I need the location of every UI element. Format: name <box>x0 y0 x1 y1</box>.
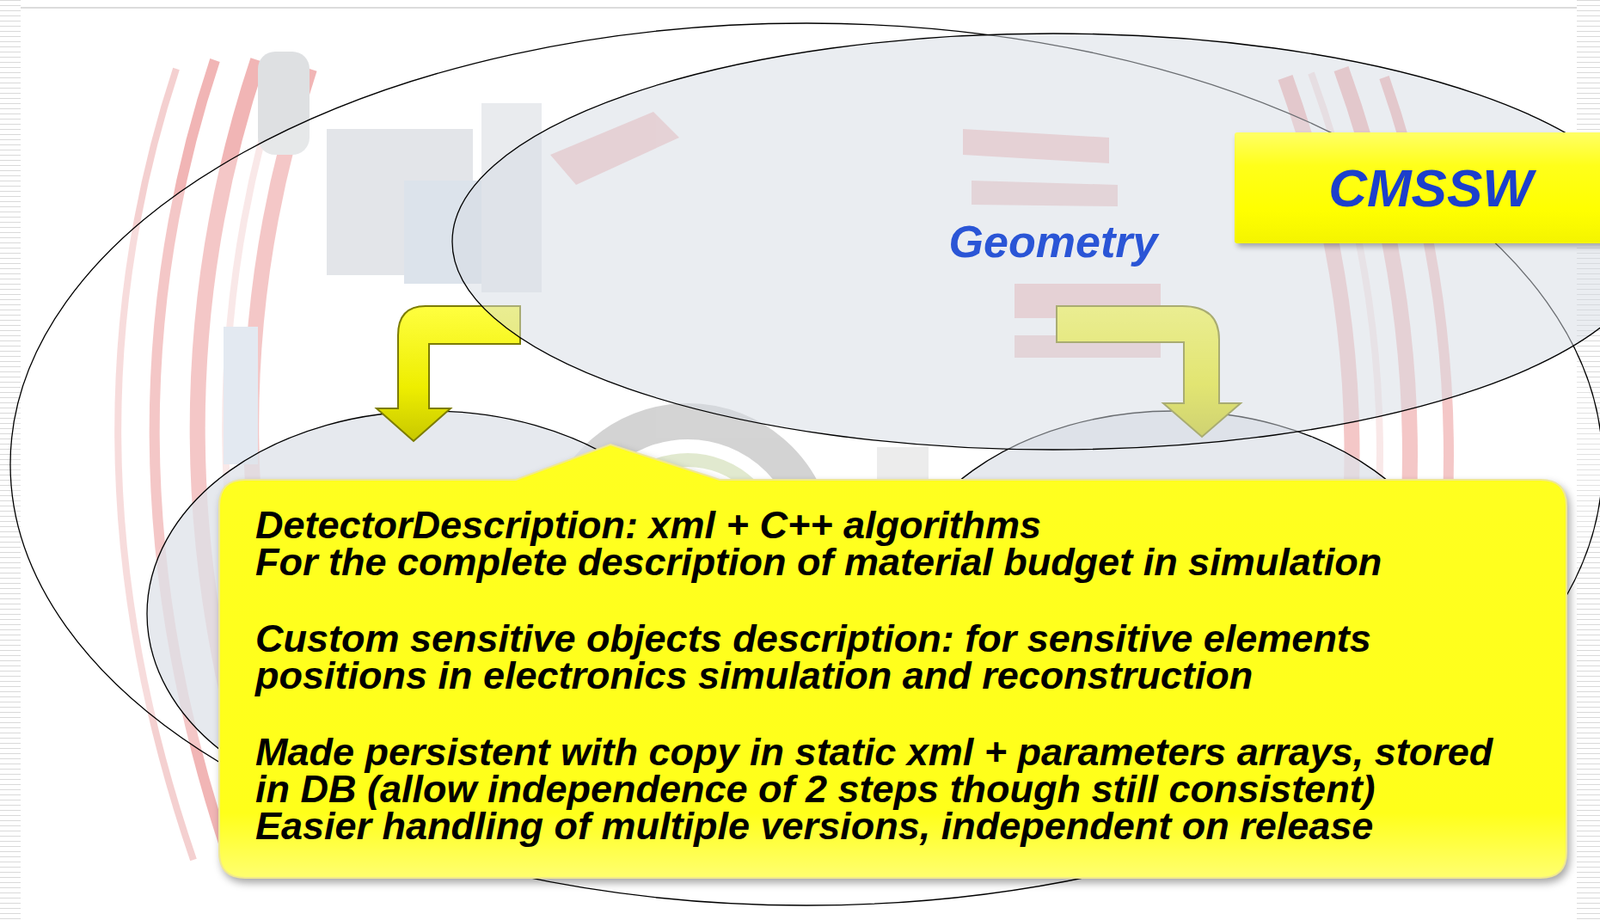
callout-line: DetectorDescription: xml + C++ algorithm… <box>255 506 1527 544</box>
node-title: Geometry <box>451 32 1600 268</box>
callout-text: DetectorDescription: xml + C++ algorithm… <box>255 506 1527 845</box>
callout-line: For the complete description of material… <box>255 543 1527 581</box>
bent-arrow <box>376 306 521 442</box>
callout-line: Made persistent with copy in static xml … <box>255 733 1527 808</box>
callout-line: Custom sensitive objects description: fo… <box>255 619 1527 694</box>
geometry-ellipse: Geometry <box>451 32 1600 451</box>
callout-line: Easier handling of multiple versions, in… <box>255 807 1527 845</box>
cmssw-box: CMSSW <box>1234 132 1600 244</box>
callout-shape <box>219 444 1567 878</box>
ellipse-shape <box>452 33 1600 450</box>
top-rule <box>20 6 1577 9</box>
callout-box: DetectorDescription: xml + C++ algorithm… <box>219 444 1567 878</box>
node-title: CMSSW <box>1234 132 1600 219</box>
